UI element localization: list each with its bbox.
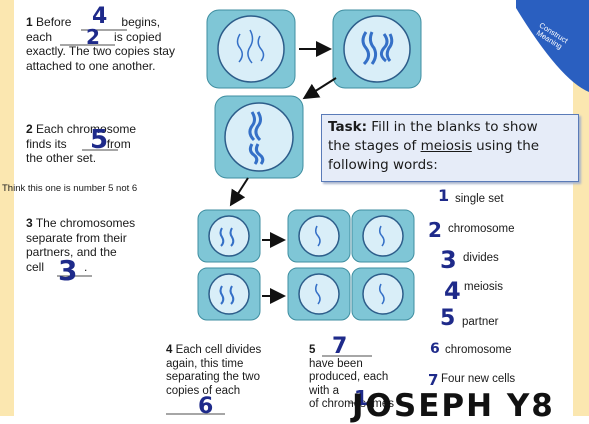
page-border-right: [573, 0, 589, 416]
word-item: Four new cells: [441, 373, 516, 385]
arrow: [229, 177, 249, 207]
word-item: chromosome: [445, 344, 512, 356]
stage-5-text: 5 have been produced, each with a of chr…: [309, 344, 395, 410]
answer-3: 3: [58, 254, 78, 287]
word-number: 4: [444, 277, 461, 305]
answer-2: 5: [90, 125, 109, 155]
stage-3-text: 3 The chromosomes separate from their pa…: [26, 216, 136, 274]
final-cells: [287, 209, 415, 321]
word-item: single set: [455, 193, 504, 205]
word-item: chromosome: [448, 223, 515, 235]
page-border-left: [0, 0, 14, 416]
stage-4-text: 4 Each cell divides again, this time sep…: [166, 344, 262, 397]
word-item: divides: [463, 252, 499, 264]
name-stamp: JOSEPH Y8: [352, 388, 555, 424]
cell-stage-2: [332, 9, 422, 89]
word-number: 5: [440, 306, 456, 331]
answer-1b: 2: [86, 25, 100, 49]
cell-stage-4-top: [197, 209, 261, 263]
word-number: 7: [428, 371, 439, 389]
answer-5b: 1: [354, 386, 368, 410]
cell-stage-3: [214, 95, 304, 179]
cell-stage-1: [206, 9, 296, 89]
word-number: 1: [438, 186, 450, 205]
arrow: [302, 77, 337, 100]
construct-meaning-badge: [516, 0, 589, 92]
answer-1a: 4: [92, 4, 108, 29]
word-number: 3: [440, 246, 457, 274]
cell-stage-4-bottom: [197, 267, 261, 321]
side-note: Think this one is number 5 not 6: [2, 183, 138, 194]
answer-4: 6: [198, 394, 214, 419]
word-number: 6: [430, 341, 440, 357]
word-number: 2: [428, 218, 442, 242]
word-item: partner: [462, 316, 499, 328]
answer-5a: 7: [332, 334, 348, 359]
word-item: meiosis: [464, 281, 503, 293]
task-box: Task: Fill in the blanks to show the sta…: [321, 114, 579, 182]
